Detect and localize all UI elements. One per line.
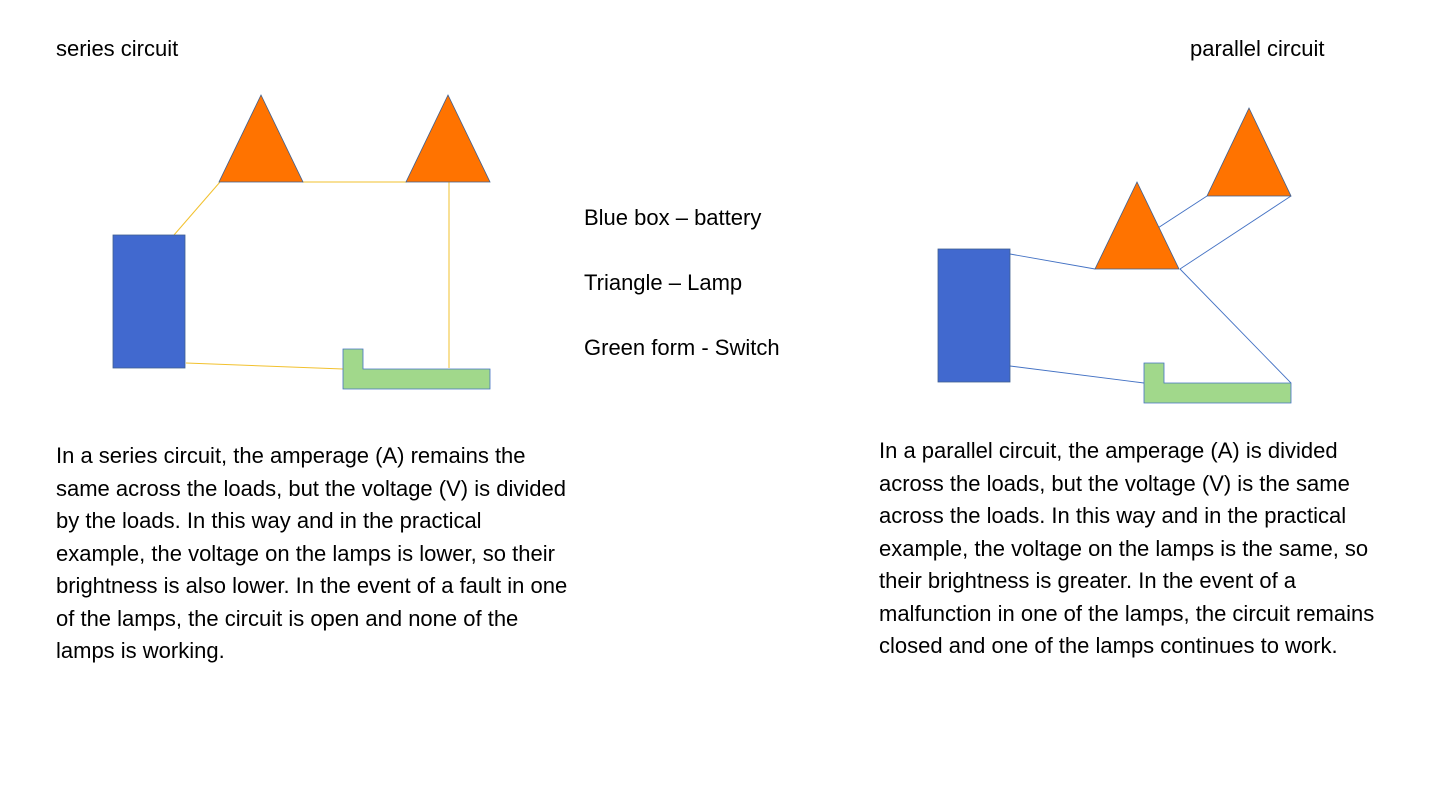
parallel-wire — [1009, 253, 1096, 270]
series-lamp-triangle — [218, 94, 304, 183]
legend-battery: Blue box – battery — [584, 205, 762, 230]
parallel-wire — [1179, 195, 1292, 270]
legend-switch: Green form - Switch — [584, 335, 780, 360]
legend-lamp: Triangle – Lamp — [584, 270, 743, 295]
parallel-circuit-diagram — [937, 107, 1292, 404]
series-circuit-title: series circuit — [56, 36, 179, 61]
parallel-switch — [1143, 362, 1292, 404]
series-wire — [185, 362, 344, 370]
parallel-wire — [1179, 268, 1292, 384]
parallel-lamp-triangle — [1094, 181, 1180, 270]
series-lamp-triangle — [405, 94, 491, 183]
series-circuit-diagram — [112, 94, 491, 390]
series-battery-box — [112, 234, 186, 369]
parallel-battery-box — [937, 248, 1011, 383]
parallel-lamp-triangle — [1206, 107, 1292, 197]
series-switch — [342, 348, 491, 390]
parallel-circuit-title: parallel circuit — [1190, 36, 1325, 61]
series-circuit-description: In a series circuit, the amperage (A) re… — [56, 443, 568, 663]
parallel-wire — [1009, 365, 1145, 384]
series-wire — [173, 181, 221, 236]
parallel-circuit-description: In a parallel circuit, the amperage (A) … — [879, 438, 1375, 658]
